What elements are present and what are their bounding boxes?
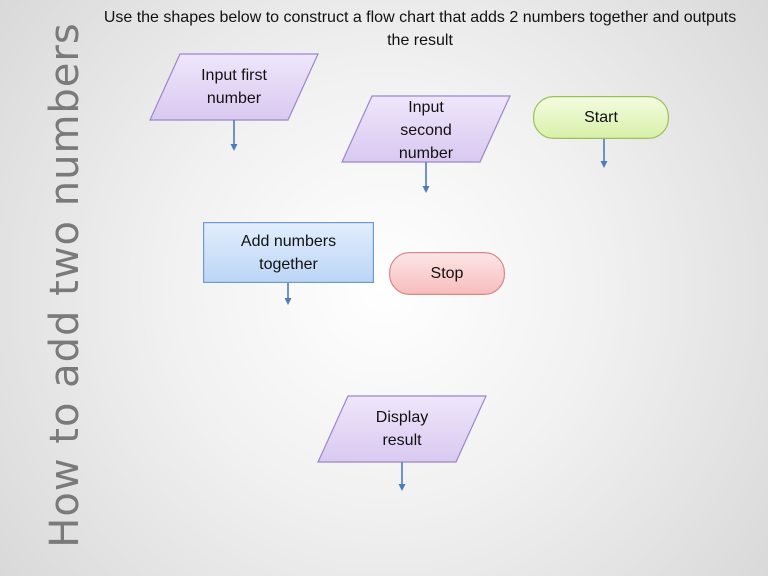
display-result-shape[interactable]: Display result [317, 395, 487, 463]
connector-arrow[interactable] [598, 139, 610, 171]
connector-arrow[interactable] [420, 162, 432, 194]
process-outline [203, 222, 375, 283]
stop-label: Stop [430, 265, 464, 282]
input-first-number-shape[interactable]: Input first number [149, 53, 319, 121]
connector-arrow[interactable] [228, 120, 240, 152]
input-first-number-label: Input first number [201, 67, 267, 107]
terminator-outline [533, 96, 670, 139]
input-second-number-shape[interactable]: Input second number [341, 95, 511, 163]
terminator-outline [389, 252, 506, 295]
slide-title: How to add two numbers [42, 22, 88, 548]
parallelogram-outline [341, 95, 511, 163]
display-result-label: Display result [375, 409, 429, 449]
stop-shape[interactable]: Stop [389, 252, 506, 295]
start-shape[interactable]: Start [533, 96, 670, 139]
instruction-text: Use the shapes below to construct a flow… [103, 9, 737, 49]
connector-arrow[interactable] [282, 283, 294, 307]
connector-arrow[interactable] [396, 462, 408, 494]
input-second-number-label: Input second number [398, 98, 454, 162]
add-numbers-shape[interactable]: Add numbers together [203, 222, 375, 283]
parallelogram-outline [317, 395, 487, 463]
start-label: Start [584, 109, 618, 126]
parallelogram-outline [149, 53, 319, 121]
add-numbers-label: Add numbers together [240, 232, 337, 273]
